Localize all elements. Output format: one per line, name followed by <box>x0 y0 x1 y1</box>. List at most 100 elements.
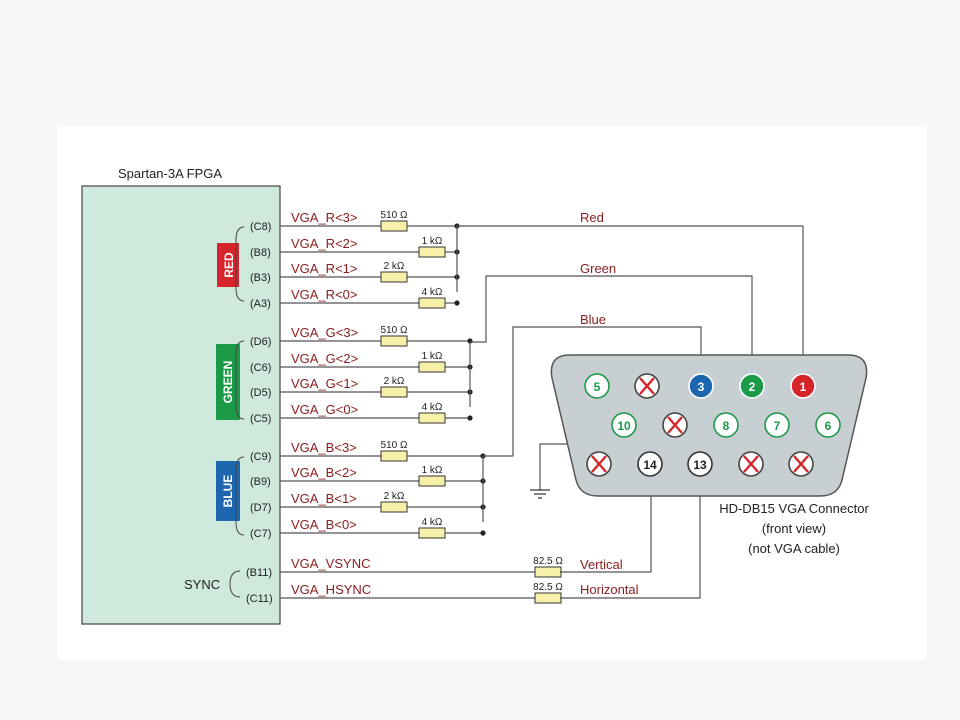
pin-circle <box>815 412 841 438</box>
resistor-value: 1 kΩ <box>422 465 443 476</box>
resistor <box>418 246 446 258</box>
signal-name: VGA_G<0> <box>291 402 358 417</box>
signal-name: VGA_B<0> <box>291 517 357 532</box>
pin-number: 3 <box>698 380 705 394</box>
signal-name: VGA_R<1> <box>291 261 358 276</box>
signal-name: VGA_HSYNC <box>291 582 371 597</box>
ground-symbol <box>530 489 550 499</box>
signal-row: (B9)VGA_B<2>1 kΩ <box>250 465 486 488</box>
pin-label: (D7) <box>250 502 271 514</box>
resistor <box>380 220 408 232</box>
pin-number: 6 <box>825 419 832 433</box>
connector-pin: 8 <box>713 412 739 438</box>
green-bracket <box>235 340 245 420</box>
signal-row: (A3)VGA_R<0>4 kΩ <box>250 287 460 310</box>
green-group-label: GREEN <box>221 361 235 404</box>
red-bracket <box>235 226 245 302</box>
no-connect-mark <box>667 416 683 434</box>
junction-dot <box>454 300 460 306</box>
sync-group-label: SYNC <box>184 577 220 592</box>
no-connect-pin <box>586 451 612 477</box>
resistor <box>380 501 408 513</box>
vsync-wire <box>560 476 652 573</box>
pin-label: (C6) <box>250 362 271 374</box>
resistor-value: 82.5 Ω <box>533 582 563 593</box>
signal-row: (D7)VGA_B<1>2 kΩ <box>250 491 486 514</box>
pin-circle <box>687 451 713 477</box>
pin-circle <box>688 373 714 399</box>
pin-label: (B3) <box>250 272 271 284</box>
resistor <box>380 450 408 462</box>
signal-name: VGA_R<2> <box>291 236 358 251</box>
signal-row: (D5)VGA_G<1>2 kΩ <box>250 376 473 399</box>
connector-pin: 5 <box>584 373 610 399</box>
resistor <box>380 271 408 283</box>
resistor-value: 1 kΩ <box>422 351 443 362</box>
fpga-block <box>81 185 281 625</box>
green-wire-label: Green <box>580 261 616 276</box>
connector-pin: 6 <box>815 412 841 438</box>
signal-name: VGA_G<3> <box>291 325 358 340</box>
blue-wire <box>483 326 702 457</box>
no-connect-mark <box>743 455 759 473</box>
blue-group-badge <box>216 461 240 521</box>
connector-pin: 2 <box>739 373 765 399</box>
blue-wire-label: Blue <box>580 312 606 327</box>
no-connect-pin <box>788 451 814 477</box>
pin-label: (C7) <box>250 528 271 540</box>
junction-dot <box>467 415 473 421</box>
signal-row: (C6)VGA_G<2>1 kΩ <box>250 351 473 374</box>
signal-name: VGA_B<1> <box>291 491 357 506</box>
green-group-badge <box>216 344 240 420</box>
resistor-value: 4 kΩ <box>422 517 443 528</box>
resistor <box>418 527 446 539</box>
pin-circle <box>713 412 739 438</box>
signal-row: (C8) VGA_R<3> 510 Ω <box>250 210 460 233</box>
pin-number: 2 <box>749 380 756 394</box>
no-connect-pin <box>738 451 764 477</box>
green-wire <box>470 275 753 372</box>
signal-name: VGA_R<3> <box>291 210 358 225</box>
no-connect-mark <box>591 455 607 473</box>
pin-circle <box>790 373 816 399</box>
red-wire-label: Red <box>580 210 604 225</box>
no-connect-mark <box>793 455 809 473</box>
resistor <box>380 386 408 398</box>
signal-row: (C5) VGA_G<0> 4 kΩ <box>250 402 473 425</box>
signal-name: VGA_G<1> <box>291 376 358 391</box>
pin-circle <box>764 412 790 438</box>
blue-group-label: BLUE <box>221 475 235 508</box>
pin-number: 1 <box>800 380 807 394</box>
pin-label: (C9) <box>250 451 271 463</box>
pin-number: 10 <box>617 419 631 433</box>
red-group-label: RED <box>222 252 236 278</box>
pin-circle <box>584 373 610 399</box>
resistor <box>418 475 446 487</box>
pin-label: (B11) <box>246 567 272 579</box>
pin-label: (C8) <box>250 221 271 233</box>
connector-pin: 1 <box>790 373 816 399</box>
no-connect-mark <box>639 377 655 395</box>
pin-number: 5 <box>594 380 601 394</box>
connector-caption-line2: (front view) <box>762 521 826 536</box>
pin-number: 14 <box>643 458 657 472</box>
resistor-value: 82.5 Ω <box>533 556 563 567</box>
resistor <box>418 412 446 424</box>
no-connect-pin <box>634 373 660 399</box>
signal-rows: (C8) VGA_R<3> 510 Ω (B8) VGA_R<2> 1 kΩ (B3) VGA… <box>246 210 563 605</box>
pin-label: (B8) <box>250 247 271 259</box>
resistor-value: 4 kΩ <box>422 402 443 413</box>
resistor <box>534 592 562 604</box>
resistor-value: 4 kΩ <box>422 287 443 298</box>
connector-pin: 13 <box>687 451 713 477</box>
resistor-value: 510 Ω <box>381 210 408 221</box>
resistor-value: 1 kΩ <box>422 236 443 247</box>
pin-label: (D5) <box>250 387 271 399</box>
resistor <box>380 335 408 347</box>
sync-bracket <box>229 570 241 598</box>
pin-label: (C5) <box>250 413 271 425</box>
connector-caption-line3: (not VGA cable) <box>748 541 840 556</box>
